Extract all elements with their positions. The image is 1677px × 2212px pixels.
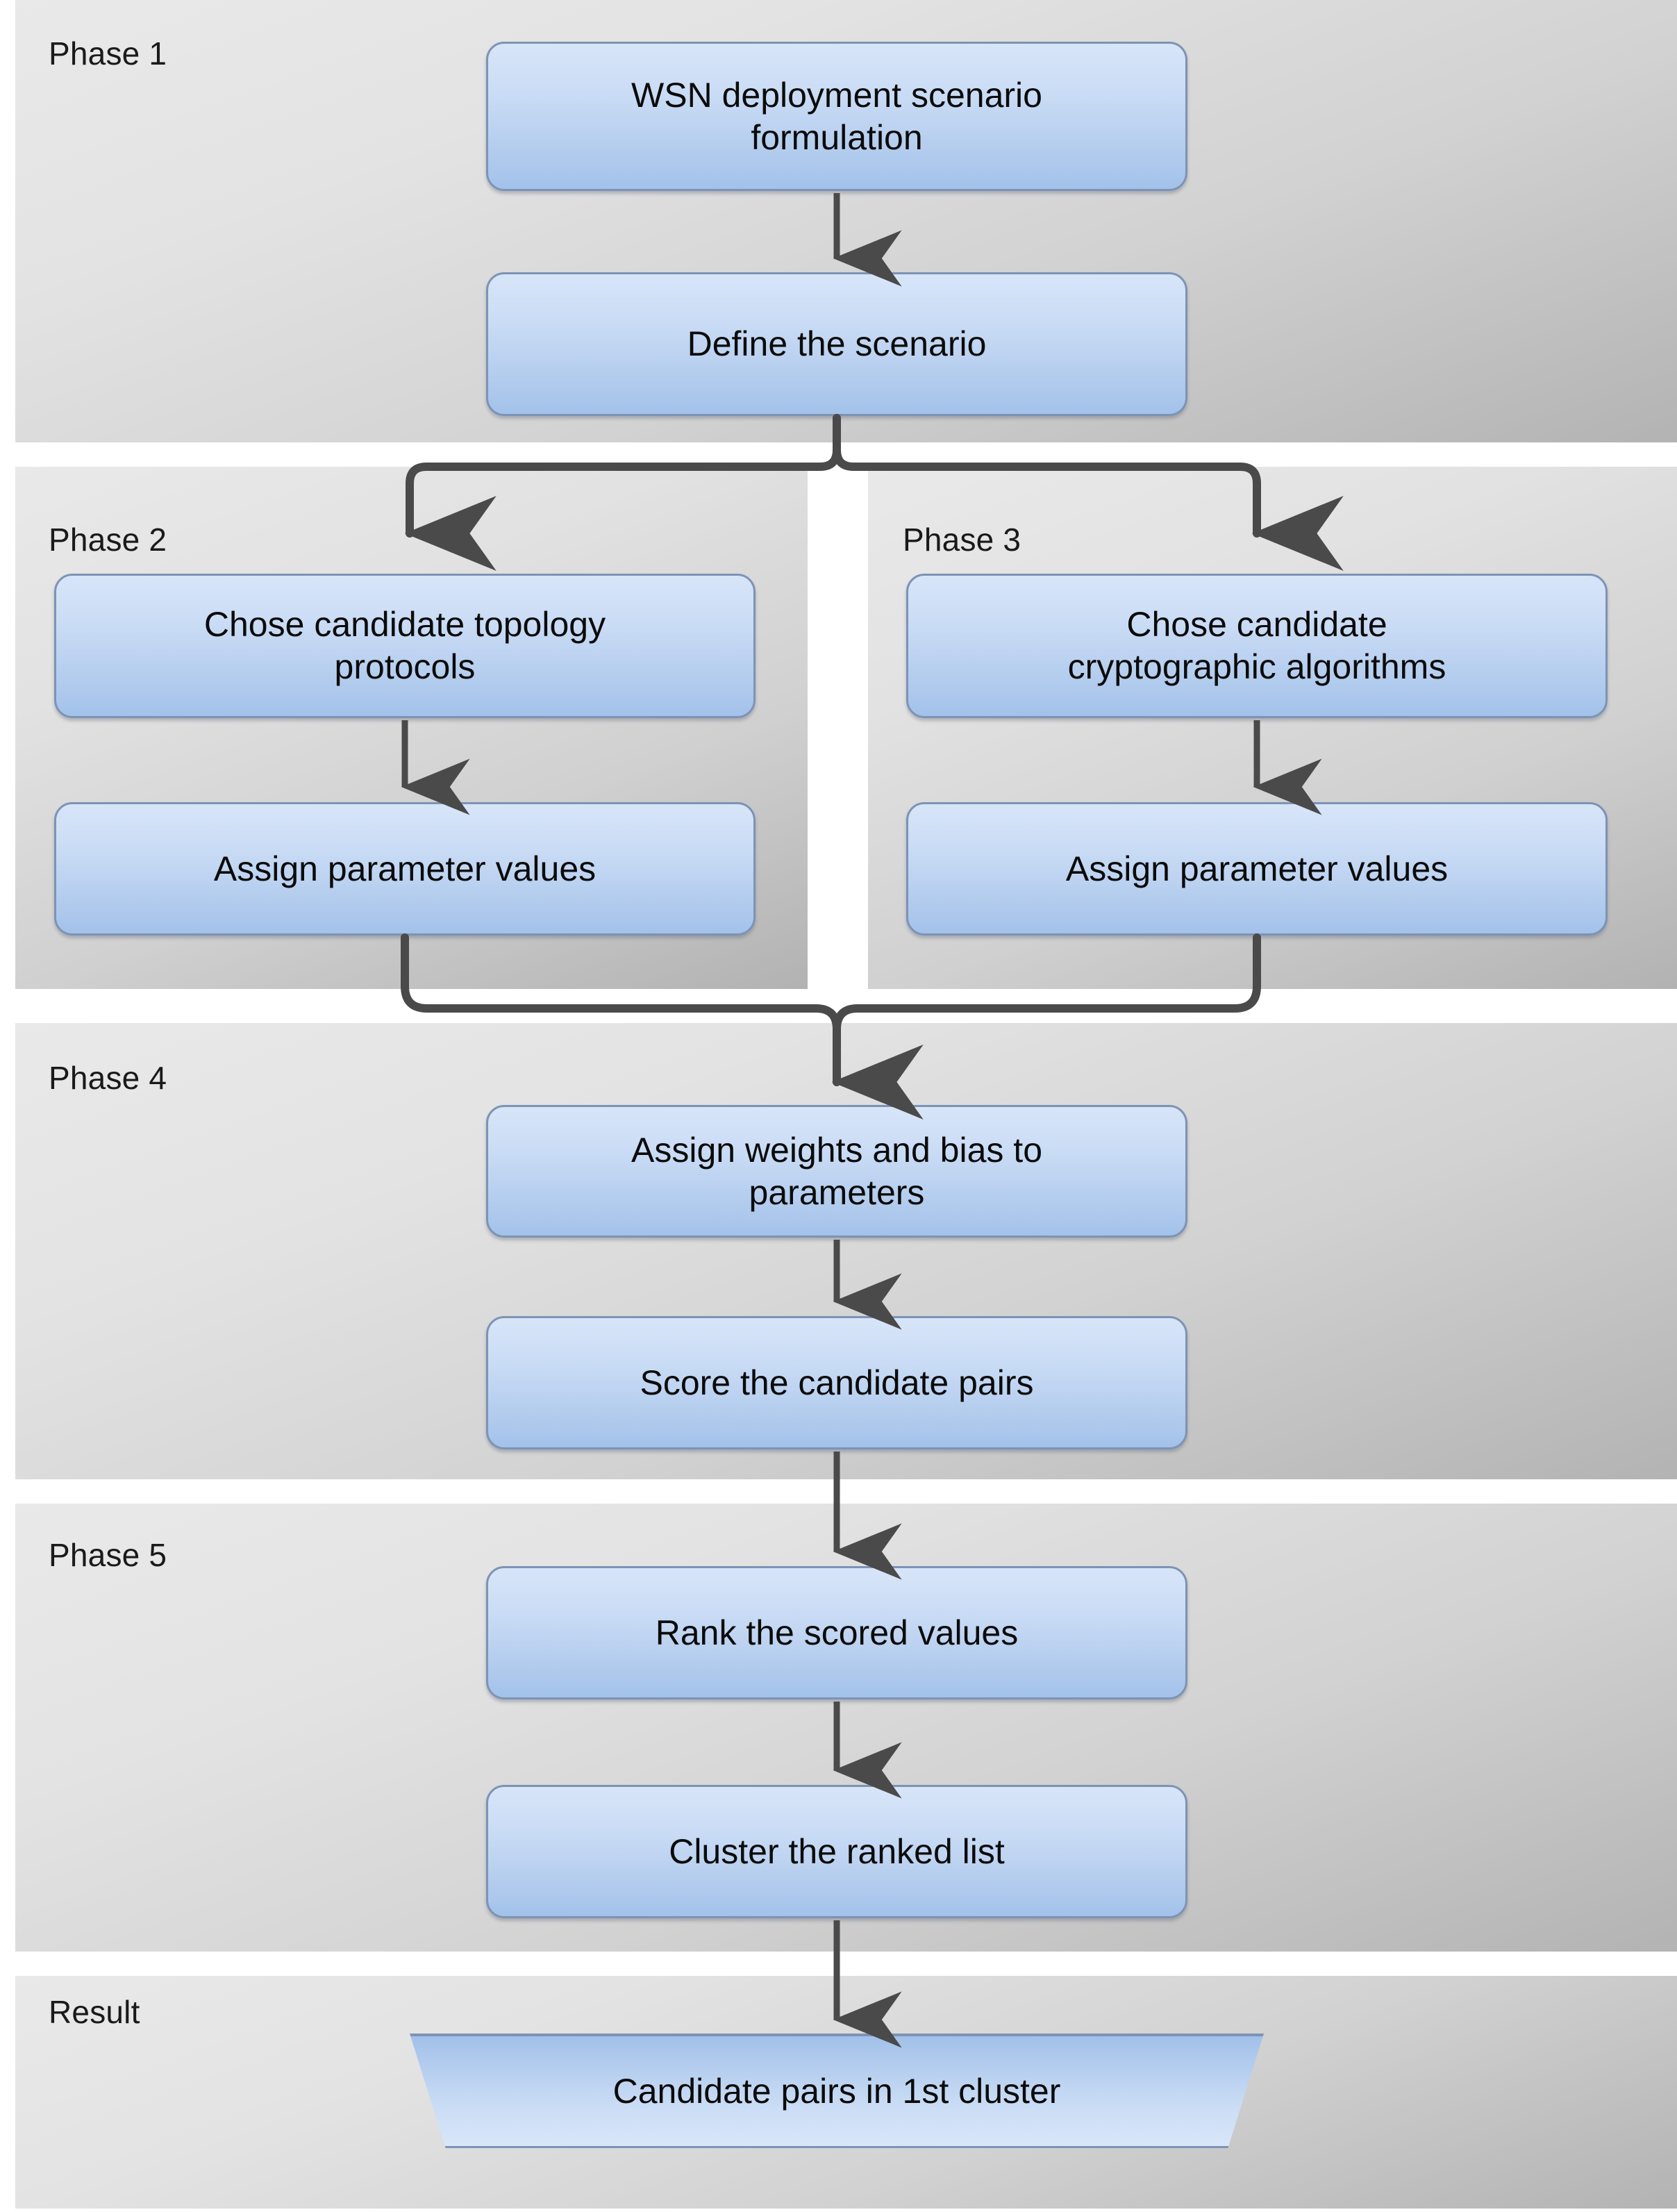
band-label-result: Result	[49, 1994, 140, 2030]
band-label-phase-1: Phase 1	[49, 35, 167, 72]
node-chose-candidate-topology-protocols[interactable]: Chose candidate topology protocols	[54, 574, 756, 718]
node-text-line-2: parameters	[749, 1172, 925, 1212]
node-rank-the-scored-values[interactable]: Rank the scored values	[486, 1566, 1187, 1699]
node-text-line-2: protocols	[334, 647, 476, 686]
node-candidate-pairs-in-1st-cluster[interactable]: Candidate pairs in 1st cluster	[410, 2034, 1264, 2148]
node-assign-parameter-values-left[interactable]: Assign parameter values	[54, 802, 756, 935]
node-text-line-1: Define the scenario	[687, 324, 987, 363]
band-label-phase-3: Phase 3	[903, 522, 1021, 558]
node-text-line-1: WSN deployment scenario	[631, 75, 1042, 115]
node-text-line-1: Assign parameter values	[213, 849, 596, 888]
node-text-line-2: formulation	[751, 117, 923, 157]
node-assign-parameter-values-right[interactable]: Assign parameter values	[906, 802, 1608, 935]
node-text-line-1: Candidate pairs in 1st cluster	[612, 2072, 1061, 2111]
node-wsn-deployment-scenario-formulation[interactable]: WSN deployment scenario formulation	[486, 42, 1187, 191]
node-define-the-scenario[interactable]: Define the scenario	[486, 272, 1187, 416]
node-text-line-2: cryptographic algorithms	[1067, 647, 1446, 686]
node-text-line-1: Rank the scored values	[655, 1613, 1019, 1652]
node-score-the-candidate-pairs[interactable]: Score the candidate pairs	[486, 1316, 1187, 1449]
node-cluster-the-ranked-list[interactable]: Cluster the ranked list	[486, 1785, 1187, 1918]
node-assign-weights-and-bias-to-parameters[interactable]: Assign weights and bias to parameters	[486, 1105, 1187, 1238]
node-chose-candidate-cryptographic-algorithms[interactable]: Chose candidate cryptographic algorithms	[906, 574, 1608, 718]
node-text-line-1: Chose candidate	[1126, 605, 1387, 644]
node-text-line-1: Cluster the ranked list	[669, 1831, 1005, 1871]
band-label-phase-2: Phase 2	[49, 522, 167, 558]
node-text-line-1: Assign weights and bias to	[631, 1130, 1043, 1170]
node-text-line-1: Assign parameter values	[1065, 849, 1449, 888]
band-label-phase-4: Phase 4	[49, 1060, 167, 1096]
node-text-line-1: Chose candidate topology	[203, 605, 606, 644]
node-text-line-1: Score the candidate pairs	[640, 1363, 1034, 1402]
band-label-phase-5: Phase 5	[49, 1537, 167, 1573]
